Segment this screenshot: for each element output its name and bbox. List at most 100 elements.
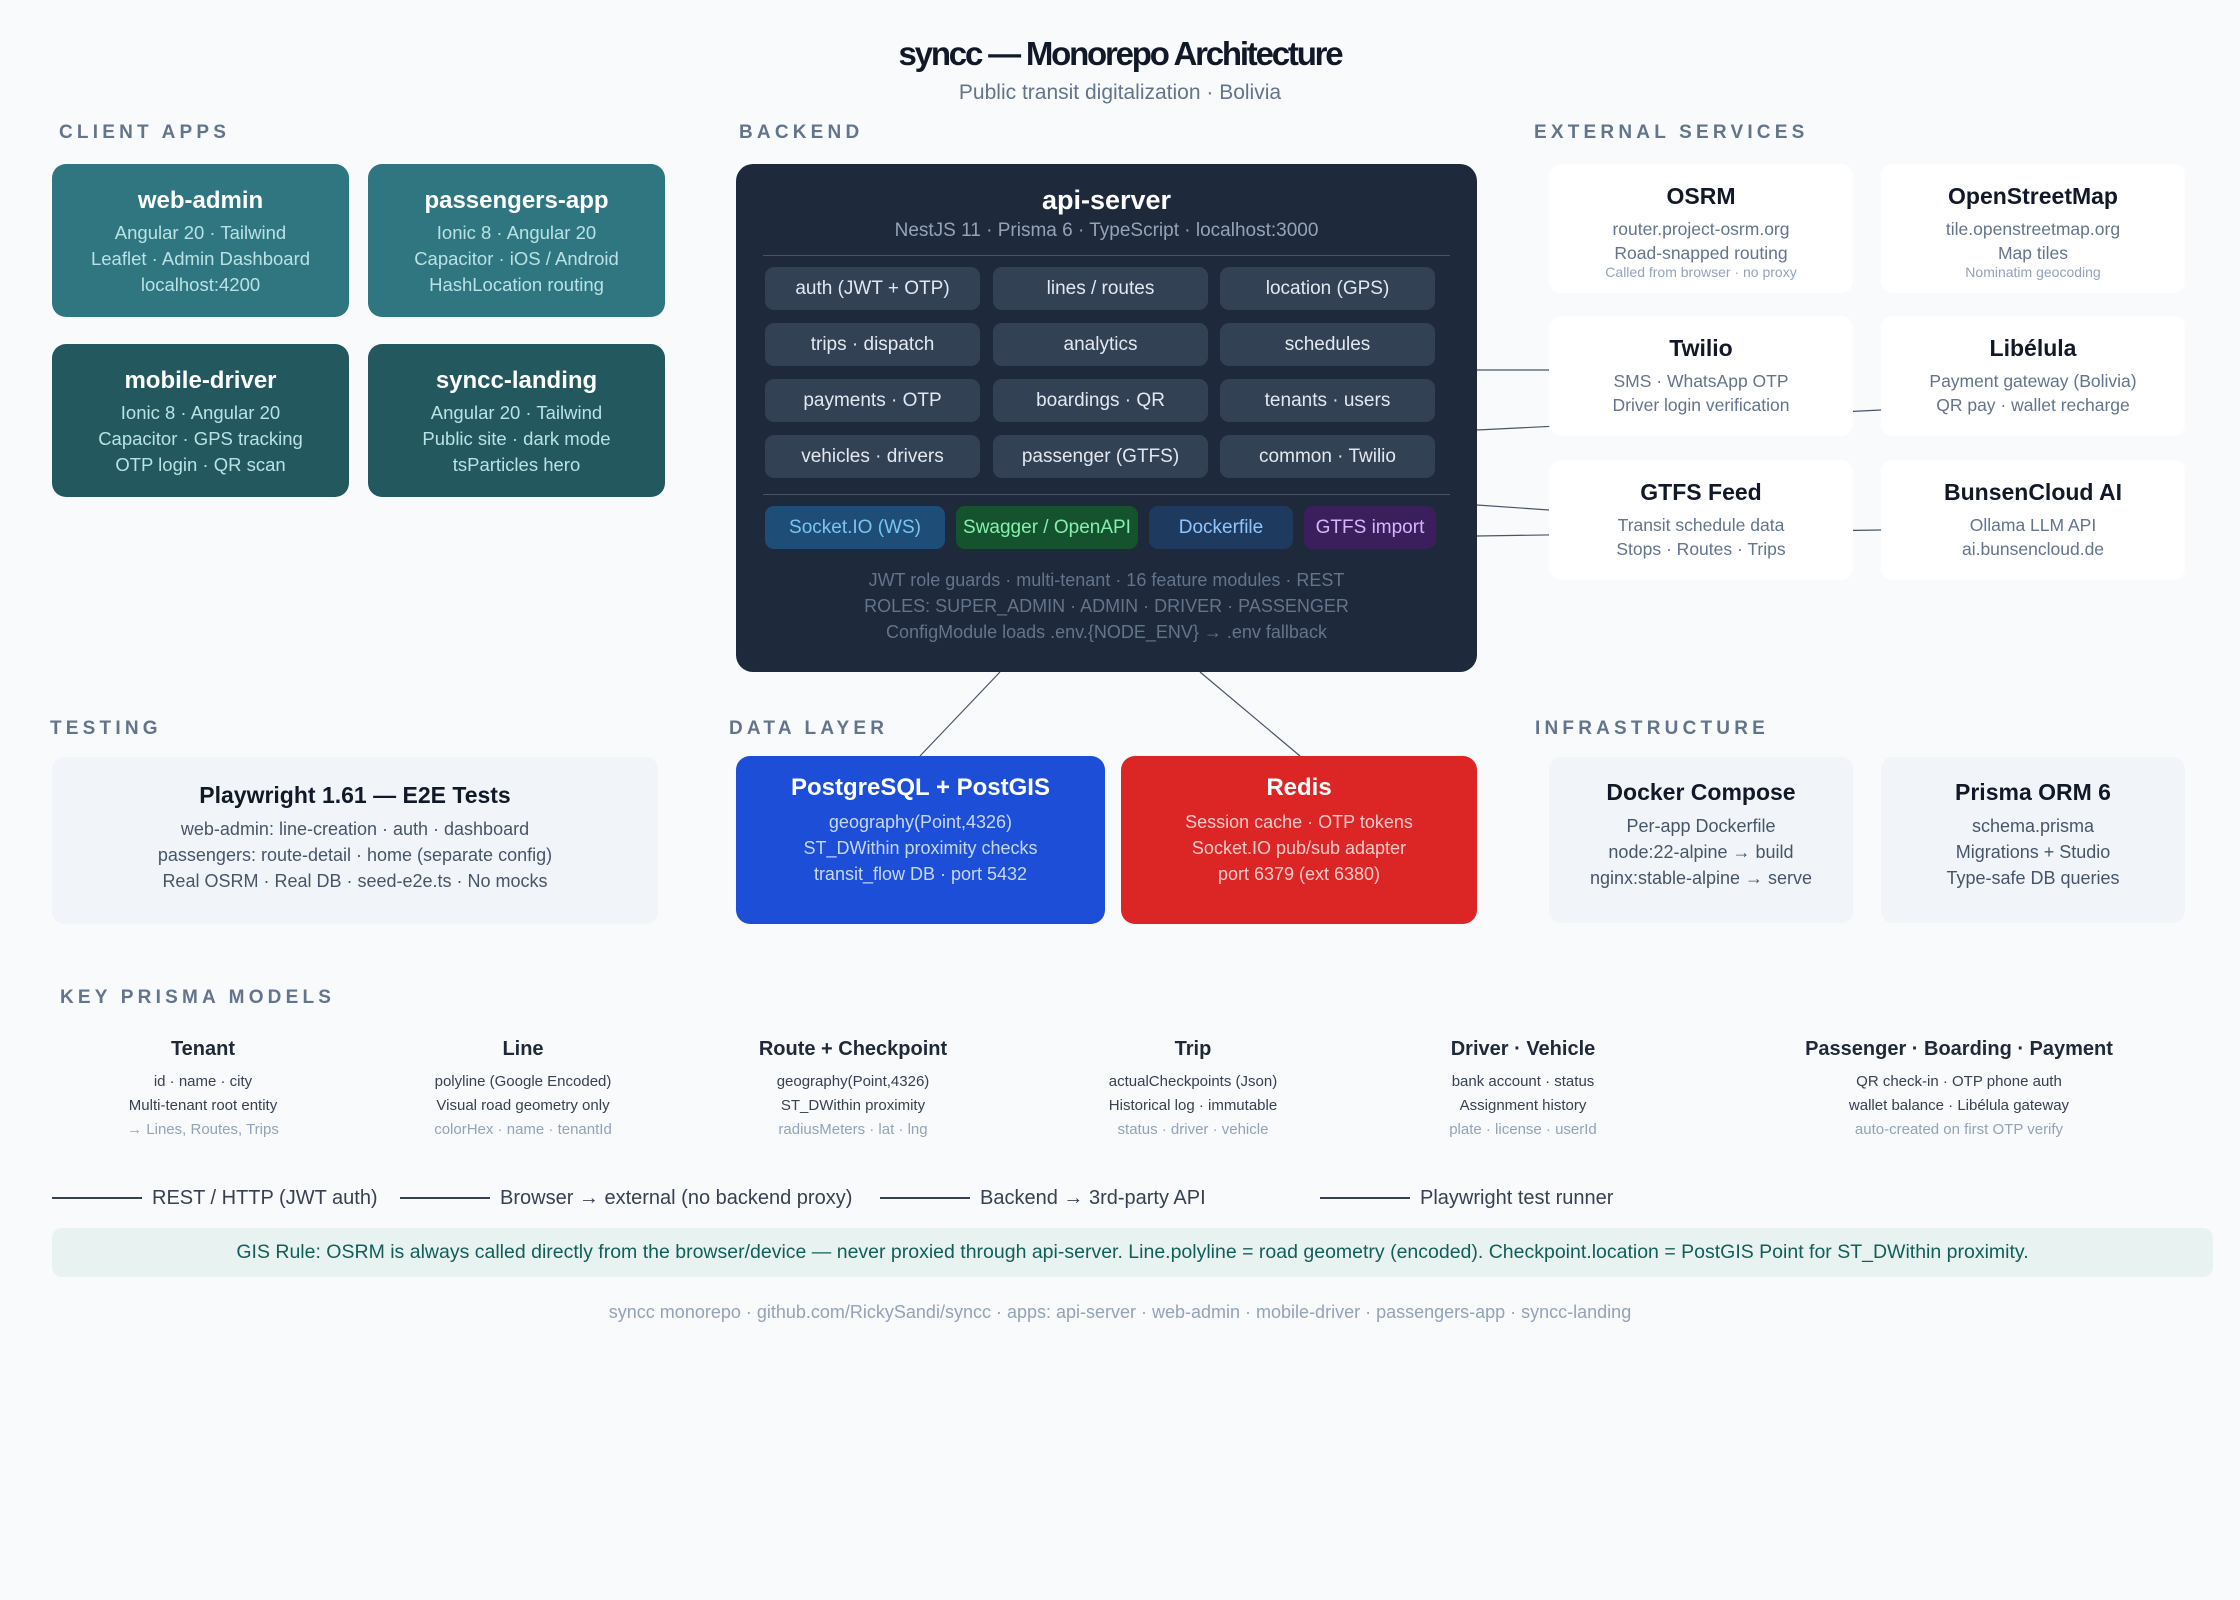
pill-swagger[interactable]: Swagger / OpenAPI [956, 506, 1138, 549]
ext-card-openstreetmap[interactable]: OpenStreetMap tile.openstreetmap.org Map… [1881, 164, 2185, 293]
backend-note: ConfigModule loads .env.{NODE_ENV} → .en… [886, 622, 1327, 642]
legend-browser-external: Browser → external (no backend proxy) [400, 1183, 852, 1213]
data-detail: Socket.IO pub/sub adapter [1191, 837, 1407, 858]
ext-detail: SMS · WhatsApp OTP [1613, 370, 1789, 391]
app-card-web-admin[interactable]: web-admin Angular 20 · Tailwind Leaflet … [52, 164, 349, 317]
legend-label: Playwright test runner [1420, 1186, 1614, 1209]
model-fields: auto-created on first OTP verify [1854, 1121, 2064, 1138]
model-fields: status · driver · vehicle [1117, 1121, 1269, 1138]
ext-title: OSRM [1666, 183, 1736, 209]
pill-dockerfile[interactable]: Dockerfile [1149, 506, 1293, 549]
module-schedules[interactable]: schedules [1220, 323, 1435, 366]
app-title: syncc-landing [435, 367, 598, 394]
backend-divider [763, 494, 1450, 495]
legend-line-swatch [880, 1197, 970, 1199]
module-common-twilio[interactable]: common · Twilio [1220, 435, 1435, 478]
data-card-redis[interactable]: Redis Session cache · OTP tokens Socket.… [1121, 756, 1477, 924]
ext-detail: ai.bunsencloud.de [1961, 538, 2105, 559]
ext-title: OpenStreetMap [1948, 183, 2118, 209]
app-card-syncc-landing[interactable]: syncc-landing Angular 20 · Tailwind Publ… [368, 344, 665, 497]
ext-card-libelula[interactable]: Libélula Payment gateway (Bolivia) QR pa… [1881, 316, 2185, 436]
data-title: Redis [1266, 774, 1332, 801]
app-detail: HashLocation routing [429, 273, 604, 295]
model-fields: → Lines, Routes, Trips [127, 1121, 279, 1138]
testing-card-playwright[interactable]: Playwright 1.61 — E2E Tests web-admin: l… [52, 757, 658, 924]
section-label-testing: TESTING [50, 718, 162, 739]
ext-detail: Payment gateway (Bolivia) [1929, 370, 2137, 391]
infra-card-prisma-orm[interactable]: Prisma ORM 6 schema.prisma Migrations + … [1881, 757, 2185, 923]
pill-gtfs-import[interactable]: GTFS import [1304, 506, 1436, 549]
model-detail: id · name · city [153, 1073, 253, 1090]
model-detail: geography(Point,4326) [776, 1073, 930, 1090]
ext-card-bunsencloud[interactable]: BunsenCloud AI Ollama LLM API ai.bunsenc… [1881, 460, 2185, 580]
data-detail: ST_DWithin proximity checks [803, 837, 1038, 858]
module-boardings-qr[interactable]: boardings · QR [993, 379, 1208, 422]
model-title: Driver · Vehicle [1450, 1038, 1596, 1060]
footer: syncc monorepo · github.com/RickySandi/s… [608, 1302, 1632, 1322]
module-analytics[interactable]: analytics [993, 323, 1208, 366]
ext-card-osrm[interactable]: OSRM router.project-osrm.org Road-snappe… [1549, 164, 1853, 293]
module-payments-otp[interactable]: payments · OTP [765, 379, 980, 422]
model-detail: actualCheckpoints (Json) [1108, 1073, 1278, 1090]
app-detail: Ionic 8 · Angular 20 [120, 401, 281, 423]
data-detail: geography(Point,4326) [828, 811, 1013, 832]
module-auth[interactable]: auth (JWT + OTP) [765, 267, 980, 310]
app-detail: Capacitor · GPS tracking [98, 427, 303, 449]
legend-label: Browser → external (no backend proxy) [500, 1186, 853, 1209]
ext-detail: tile.openstreetmap.org [1945, 218, 2121, 239]
ext-note: Nominatim geocoding [1965, 263, 2101, 280]
connector-backend-redis [1199, 671, 1301, 757]
pill-socketio[interactable]: Socket.IO (WS) [765, 506, 945, 549]
model-fields: colorHex · name · tenantId [434, 1121, 612, 1138]
infra-card-docker-compose[interactable]: Docker Compose Per-app Dockerfile node:2… [1549, 757, 1853, 923]
backend-divider [763, 255, 1450, 256]
ext-card-twilio[interactable]: Twilio SMS · WhatsApp OTP Driver login v… [1549, 316, 1853, 436]
model-fields: plate · license · userId [1449, 1121, 1597, 1138]
testing-detail: Real OSRM · Real DB · seed-e2e.ts · No m… [162, 870, 548, 891]
model-detail: ST_DWithin proximity [780, 1097, 926, 1114]
model-fields: radiusMeters · lat · lng [778, 1121, 928, 1138]
infra-title: Prisma ORM 6 [1955, 779, 2111, 805]
model-detail: polyline (Google Encoded) [434, 1073, 612, 1090]
legend-backend-3rd-party: Backend → 3rd-party API [880, 1183, 1206, 1213]
model-passenger-boarding-payment: Passenger · Boarding · Payment QR check-… [1779, 1038, 2139, 1142]
section-label-key-models: KEY PRISMA MODELS [60, 987, 336, 1008]
ext-title: Libélula [1989, 335, 2077, 361]
app-detail: OTP login · QR scan [115, 453, 286, 475]
backend-api-server[interactable]: api-server NestJS 11 · Prisma 6 · TypeSc… [736, 164, 1477, 672]
ext-card-gtfs-feed[interactable]: GTFS Feed Transit schedule data Stops · … [1549, 460, 1853, 580]
infra-detail: schema.prisma [1971, 815, 2095, 836]
app-detail: Angular 20 · Tailwind [114, 221, 287, 243]
section-label-infrastructure: INFRASTRUCTURE [1535, 718, 1770, 739]
data-detail: Session cache · OTP tokens [1185, 811, 1413, 832]
app-detail: Angular 20 · Tailwind [430, 401, 603, 423]
ext-note: Called from browser · no proxy [1605, 263, 1797, 280]
module-vehicles-drivers[interactable]: vehicles · drivers [765, 435, 980, 478]
connector-backend-postgres [919, 671, 1001, 757]
backend-title: api-server [1041, 185, 1172, 215]
app-card-passengers-app[interactable]: passengers-app Ionic 8 · Angular 20 Capa… [368, 164, 665, 317]
app-detail: tsParticles hero [452, 453, 581, 475]
ext-title: BunsenCloud AI [1943, 479, 2123, 505]
module-trips-dispatch[interactable]: trips · dispatch [765, 323, 980, 366]
ext-detail: Map tiles [1997, 242, 2069, 263]
module-tenants-users[interactable]: tenants · users [1220, 379, 1435, 422]
app-title: web-admin [137, 187, 264, 214]
ext-title: Twilio [1669, 335, 1733, 361]
data-card-postgres[interactable]: PostgreSQL + PostGIS geography(Point,432… [736, 756, 1105, 924]
module-passenger-gtfs[interactable]: passenger (GTFS) [993, 435, 1208, 478]
ext-detail: Driver login verification [1612, 394, 1790, 415]
model-line: Line polyline (Google Encoded) Visual ro… [363, 1038, 683, 1142]
model-title: Passenger · Boarding · Payment [1805, 1038, 2113, 1060]
testing-detail: web-admin: line-creation · auth · dashbo… [180, 818, 530, 839]
module-location[interactable]: location (GPS) [1220, 267, 1435, 310]
module-lines-routes[interactable]: lines / routes [993, 267, 1208, 310]
app-detail: Public site · dark mode [422, 427, 611, 449]
page-subtitle: Public transit digitalization · Bolivia [958, 81, 1282, 104]
model-detail: bank account · status [1451, 1073, 1595, 1090]
model-detail: wallet balance · Libélula gateway [1848, 1097, 2070, 1114]
ext-title: GTFS Feed [1640, 479, 1762, 505]
backend-note: ROLES: SUPER_ADMIN · ADMIN · DRIVER · PA… [864, 596, 1349, 616]
model-detail: Multi-tenant root entity [128, 1097, 278, 1114]
app-card-mobile-driver[interactable]: mobile-driver Ionic 8 · Angular 20 Capac… [52, 344, 349, 497]
